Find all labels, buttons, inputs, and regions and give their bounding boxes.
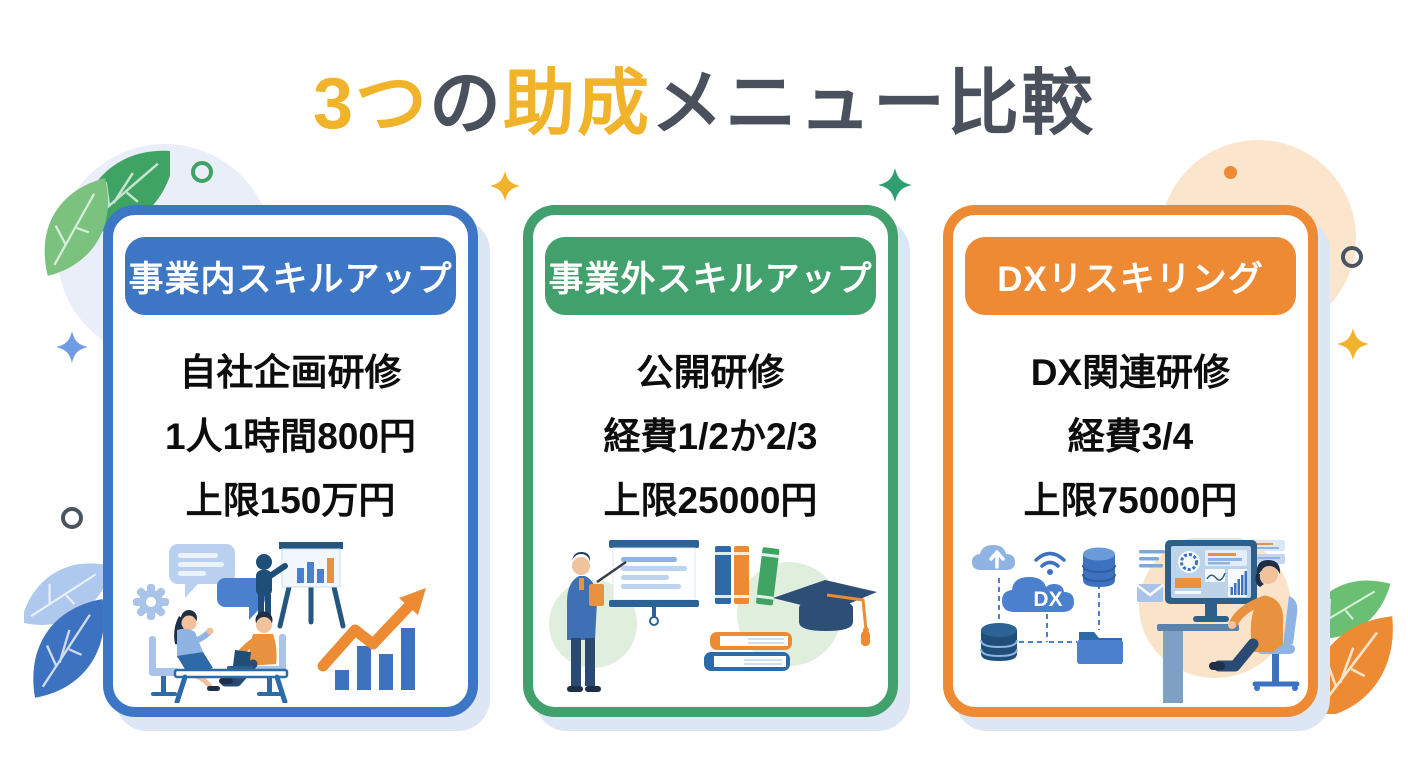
envelope-icon bbox=[1136, 584, 1164, 602]
books-standing-icon bbox=[715, 546, 780, 606]
leaf-icon bbox=[44, 178, 108, 276]
card-line: 経費3/4 bbox=[1067, 416, 1194, 457]
card-details: DX関連研修 経費3/4 上限75000円 bbox=[1024, 341, 1238, 533]
dx-cloud-label: DX bbox=[1033, 588, 1062, 611]
person-at-desk-icon bbox=[1209, 560, 1283, 672]
desk-icon bbox=[1157, 624, 1239, 703]
dx-cloud-diagram: DX bbox=[972, 545, 1123, 664]
chat-bubbles-icon bbox=[169, 544, 265, 620]
dx-workstation-illustration: DX bbox=[972, 538, 1300, 703]
card-line: 公開研修 bbox=[636, 352, 785, 393]
presenter-at-board-icon bbox=[256, 542, 346, 629]
wifi-icon bbox=[1034, 551, 1066, 575]
card-line: 上限75000円 bbox=[1023, 480, 1238, 521]
ring-icon bbox=[61, 507, 83, 529]
sparkle-icon bbox=[56, 331, 88, 363]
growth-chart-icon bbox=[317, 588, 426, 690]
card-badge: 事業外スキルアップ bbox=[545, 237, 876, 315]
card-line: 自社企画研修 bbox=[179, 352, 402, 393]
ring-icon bbox=[1341, 246, 1363, 268]
leaf-icon bbox=[33, 599, 105, 698]
team-meeting-illustration bbox=[133, 542, 426, 703]
card-illustration bbox=[113, 538, 468, 703]
graduation-cap-icon bbox=[773, 580, 877, 646]
sparkle-icon bbox=[490, 171, 520, 201]
card-line: DX関連研修 bbox=[1030, 352, 1231, 393]
gear-icon bbox=[133, 584, 169, 620]
sparkle-icon bbox=[878, 168, 912, 202]
card-line: 上限150万円 bbox=[185, 480, 396, 521]
books-stacked-icon bbox=[704, 632, 792, 671]
card-line: 1人1時間800円 bbox=[165, 416, 416, 457]
cards-row: 事業内スキルアップ 自社企画研修 1人1時間800円 上限150万円 bbox=[103, 205, 1318, 717]
card-dx-reskilling: DXリスキリング DX関連研修 経費3/4 上限75000円 bbox=[943, 205, 1318, 717]
lecturer-icon bbox=[567, 552, 627, 692]
leaf-icon bbox=[24, 563, 112, 625]
folder-icon bbox=[1077, 632, 1123, 664]
card-badge: 事業内スキルアップ bbox=[125, 237, 456, 315]
lecture-books-illustration bbox=[549, 540, 877, 692]
cloud-upload-icon bbox=[972, 545, 1015, 570]
leaf-icon bbox=[1309, 616, 1393, 714]
title-segment-gold: 3つ bbox=[312, 64, 429, 144]
card-external-skillup: 事業外スキルアップ 公開研修 経費1/2か2/3 上限25000円 bbox=[523, 205, 898, 717]
card-details: 公開研修 経費1/2か2/3 上限25000円 bbox=[604, 341, 818, 533]
card-line: 上限25000円 bbox=[603, 480, 818, 521]
ring-icon bbox=[191, 161, 213, 183]
leaves-top-left bbox=[44, 150, 170, 276]
title-segment-gray: の bbox=[429, 64, 504, 144]
dot-icon bbox=[1224, 166, 1237, 179]
card-illustration: DX bbox=[953, 538, 1308, 703]
database-icon bbox=[1082, 547, 1116, 587]
page-title: 3つの助成メニュー比較 bbox=[0, 44, 1408, 149]
card-badge: DXリスキリング bbox=[965, 237, 1296, 315]
card-internal-skillup: 事業内スキルアップ 自社企画研修 1人1時間800円 上限150万円 bbox=[103, 205, 478, 717]
sparkle-icon bbox=[1337, 328, 1369, 360]
projection-screen-icon bbox=[609, 540, 699, 626]
meeting-table-icon bbox=[149, 610, 289, 703]
card-line: 経費1/2か2/3 bbox=[603, 416, 818, 457]
leaves-bottom-right bbox=[1306, 580, 1393, 714]
card-illustration bbox=[533, 538, 888, 703]
card-details: 自社企画研修 1人1時間800円 上限150万円 bbox=[165, 341, 416, 533]
list-lines-icon bbox=[1139, 550, 1165, 568]
dx-cloud-icon: DX bbox=[1002, 577, 1074, 612]
dx-workstation-scene bbox=[1136, 540, 1300, 703]
leaves-bottom-left bbox=[24, 563, 112, 698]
title-segment-gold: 助成 bbox=[503, 64, 652, 144]
leaf-icon bbox=[1306, 580, 1391, 639]
monitor-icon bbox=[1165, 540, 1257, 622]
title-segment-gray: メニュー比較 bbox=[651, 64, 1096, 144]
database-icon bbox=[980, 623, 1018, 661]
